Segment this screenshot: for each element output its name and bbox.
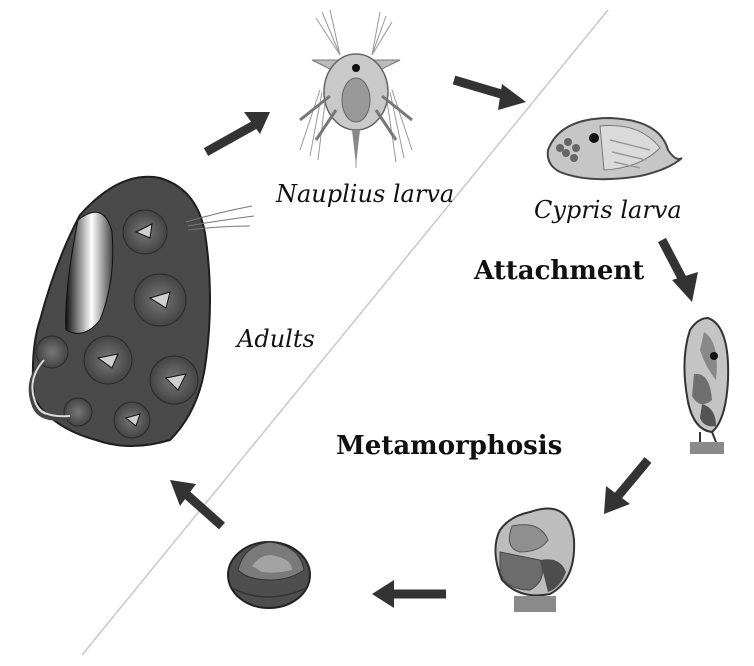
juvenile-metamorphosis-illustration: [495, 509, 574, 613]
arrow-nauplius-to-cypris: [454, 80, 526, 110]
cypris-label: Cypris larva: [534, 196, 682, 224]
attachment-label: Attachment: [474, 256, 644, 286]
arrow-adults-to-nauplius: [206, 112, 270, 152]
metamorphosis-label: Metamorphosis: [336, 431, 562, 461]
arrow-cypris-to-attachment: [662, 240, 698, 302]
young-barnacle-illustration: [228, 542, 310, 608]
arrow-metamorphosis-to-juvenile: [372, 580, 446, 608]
substrate-block: [514, 596, 556, 612]
attached-cypris-illustration: [684, 318, 728, 454]
adult-barnacle-cluster-illustration: [31, 177, 254, 446]
cypris-larva-illustration: [548, 118, 682, 179]
adults-label: Adults: [237, 325, 315, 353]
arrow-juvenile-to-adults: [170, 480, 222, 526]
nauplius-label: Nauplius larva: [276, 180, 454, 208]
substrate-block: [690, 442, 724, 454]
arrow-attachment-to-metamorphosis: [604, 460, 648, 514]
nauplius-larva-illustration: [300, 10, 412, 168]
